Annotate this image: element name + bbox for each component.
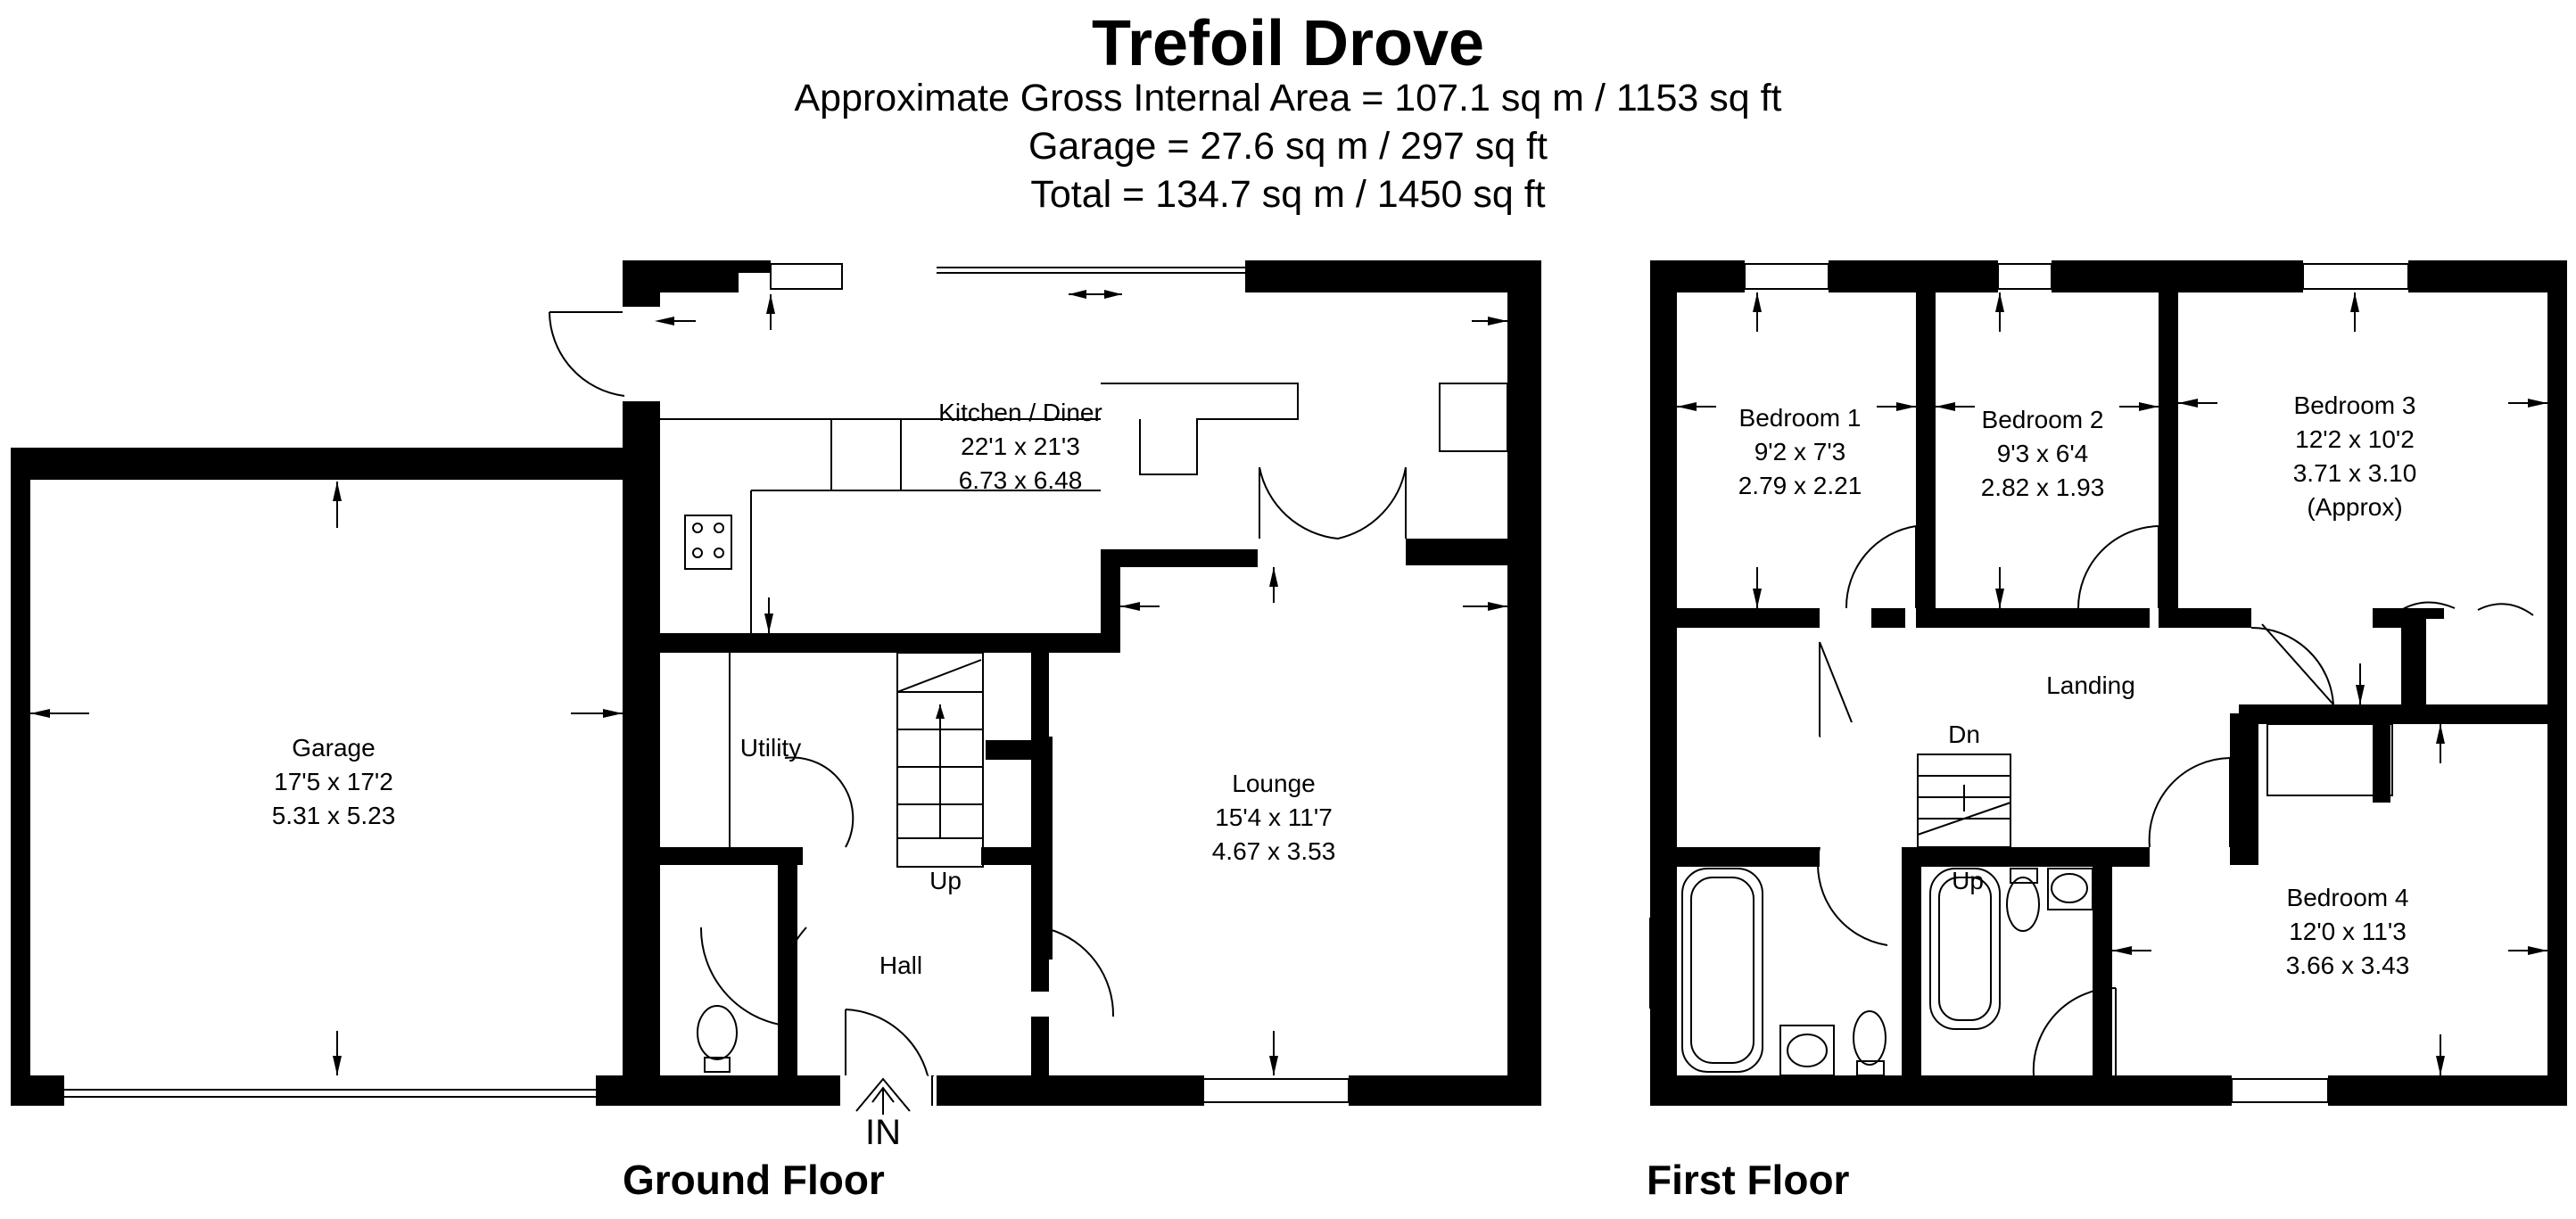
room-kitchen-diner: Kitchen / Diner 22'1 x 21'3 6.73 x 6.48 (938, 396, 1102, 498)
stairs-up-first: Up (1952, 867, 1984, 894)
room-imperial: 9'2 x 7'3 (1754, 438, 1846, 465)
room-name: Bedroom 3 (2293, 391, 2416, 419)
room-metric: 2.79 x 2.21 (1738, 472, 1862, 499)
total-area: Total = 134.7 sq m / 1450 sq ft (1030, 173, 1546, 216)
room-bedroom-3: Bedroom 3 12'2 x 10'2 3.71 x 3.10 (Appro… (2293, 389, 2417, 524)
room-metric: 4.67 x 3.53 (1211, 837, 1336, 865)
room-note: (Approx) (2307, 493, 2403, 521)
first-floor-label: First Floor (1647, 1157, 1850, 1203)
room-metric: 3.66 x 3.43 (2285, 951, 2410, 979)
gross-internal-area: Approximate Gross Internal Area = 107.1 … (794, 77, 1782, 119)
room-name: Hall (879, 951, 923, 979)
room-imperial: 15'4 x 11'7 (1215, 803, 1333, 831)
room-bedroom-2: Bedroom 2 9'3 x 6'4 2.82 x 1.93 (1981, 403, 2105, 505)
room-garage: Garage 17'5 x 17'2 5.31 x 5.23 (272, 731, 396, 833)
room-imperial: 22'1 x 21'3 (961, 432, 1080, 460)
room-name: Bedroom 4 (2286, 884, 2409, 911)
stairs-down-first: Dn (1948, 721, 1980, 748)
room-name: Bedroom 2 (1981, 406, 2104, 433)
room-imperial: 12'0 x 11'3 (2289, 918, 2407, 945)
room-name: Lounge (1232, 770, 1316, 797)
walls (11, 260, 2567, 1106)
room-imperial: 17'5 x 17'2 (274, 768, 393, 795)
fixtures (64, 263, 2534, 1103)
room-hall: Hall (879, 949, 922, 983)
room-metric: 2.82 x 1.93 (1980, 474, 2105, 501)
garage-area: Garage = 27.6 sq m / 297 sq ft (1028, 125, 1548, 168)
dimension-arrows (30, 290, 2547, 1075)
room-bedroom-1: Bedroom 1 9'2 x 7'3 2.79 x 2.21 (1738, 401, 1862, 503)
entrance-arrow-icon (855, 1077, 911, 1115)
room-imperial: 9'3 x 6'4 (1996, 440, 2089, 467)
room-metric: 5.31 x 5.23 (271, 802, 396, 829)
room-name: Landing (2046, 671, 2135, 699)
stairs-up-ground: Up (929, 867, 962, 894)
room-name: Bedroom 1 (1738, 404, 1862, 432)
room-name: Garage (292, 734, 376, 762)
room-metric: 6.73 x 6.48 (958, 466, 1083, 494)
plan-title: Trefoil Drove (1091, 8, 1485, 79)
entrance-label: IN (865, 1113, 901, 1152)
room-utility: Utility (740, 731, 801, 765)
room-bedroom-4: Bedroom 4 12'0 x 11'3 3.66 x 3.43 (2286, 881, 2410, 983)
room-imperial: 12'2 x 10'2 (2295, 425, 2415, 453)
room-lounge: Lounge 15'4 x 11'7 4.67 x 3.53 (1212, 767, 1336, 869)
ground-floor-label: Ground Floor (623, 1157, 885, 1203)
room-name: Utility (739, 734, 802, 762)
room-metric: 3.71 x 3.10 (2292, 459, 2417, 487)
room-landing: Landing (2046, 669, 2135, 703)
room-name: Kitchen / Diner (938, 399, 1102, 426)
